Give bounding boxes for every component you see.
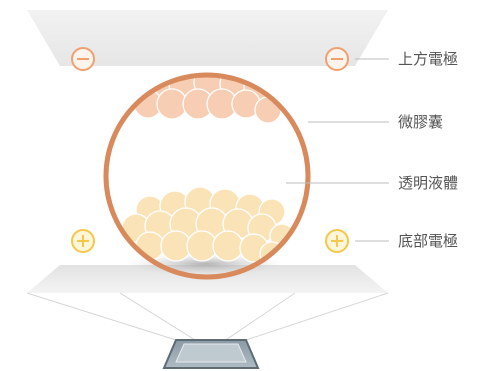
plus-circle-icon bbox=[325, 229, 349, 253]
label-top-electrode: 上方電極 bbox=[398, 50, 459, 68]
plus-circle-icon bbox=[71, 229, 95, 253]
minus-circle-icon bbox=[71, 47, 95, 71]
top-electrode-plate bbox=[27, 10, 388, 66]
positive-particle bbox=[212, 230, 244, 262]
microcapsule bbox=[103, 72, 311, 280]
viewer-screen-icon bbox=[162, 339, 260, 369]
label-bottom-electrode: 底部電極 bbox=[398, 232, 459, 250]
positive-particle-cluster bbox=[121, 186, 295, 267]
label-transparent-fluid: 透明液體 bbox=[398, 174, 459, 192]
minus-circle-icon bbox=[325, 47, 349, 71]
callout-lines bbox=[286, 58, 389, 242]
positive-particle bbox=[135, 231, 165, 261]
label-microcapsule: 微膠囊 bbox=[398, 113, 444, 131]
